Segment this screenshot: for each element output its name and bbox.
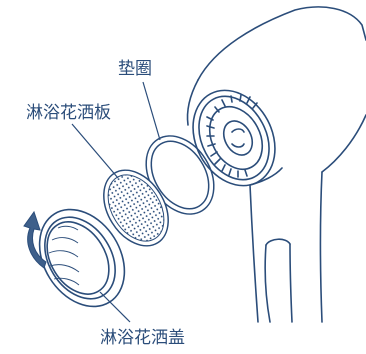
shower-plate-label: 淋浴花洒板 [26,103,111,123]
shower-cap-label: 淋浴花洒盖 [100,328,185,348]
shower-head-body [177,7,366,322]
shower-plate-leader-line [72,124,118,178]
gasket-label: 垫圈 [118,59,152,79]
gasket-leader-line [143,82,160,140]
